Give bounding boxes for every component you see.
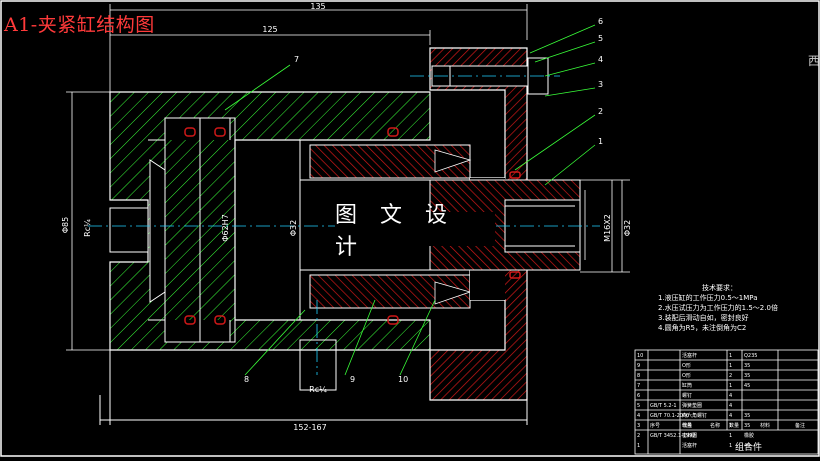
title-block-cell: GB/T 70.1-2000 xyxy=(650,413,689,419)
part-label-9: 9 xyxy=(350,375,355,384)
part-label-4: 4 xyxy=(598,55,603,64)
title-block-cell: 7 xyxy=(637,383,640,389)
edge-character: 西 xyxy=(808,54,820,68)
drawing-title: A1-夹紧缸结构图 xyxy=(4,14,155,36)
title-block-cell: 10 xyxy=(637,353,643,359)
title-block-cell: GB/T 5.2-1 xyxy=(650,403,677,409)
title-block-cell: 密封圈 xyxy=(682,432,697,439)
title-block-cell: O形 xyxy=(682,372,691,379)
title-block-cell: 1 xyxy=(729,353,732,359)
title-block-cell: 6 xyxy=(637,393,640,399)
title-block-cell: 1 xyxy=(729,383,732,389)
title-block-cell: 4 xyxy=(729,403,732,409)
title-block-cell: 1 xyxy=(729,423,732,429)
dim-port-left: Rc¼ xyxy=(83,219,92,237)
title-block-cell: 35 xyxy=(744,373,750,379)
title-block-cell: 1 xyxy=(729,443,732,449)
title-block-cell: 2 xyxy=(637,433,640,439)
cylinder-body xyxy=(109,91,431,351)
dim-thread: M16X2 xyxy=(603,214,612,242)
title-block-footer: 组合件 xyxy=(735,441,762,453)
left-dimension xyxy=(66,91,112,351)
title-block-cell: Q235 xyxy=(744,353,757,359)
title-block-cell: GB/T 3452.1-1992 xyxy=(650,433,696,439)
title-block-cell: 1 xyxy=(729,363,732,369)
title-block-cell: 4 xyxy=(729,393,732,399)
dim-outer-diameter: Φ85 xyxy=(61,217,70,233)
part-label-7: 7 xyxy=(294,55,299,64)
dim-overall-length: 135 xyxy=(310,2,325,11)
centerlines xyxy=(88,75,600,375)
title-block-cell: 35 xyxy=(744,413,750,419)
top-dimensions xyxy=(109,4,528,92)
part-label-2: 2 xyxy=(598,107,603,116)
guide-sleeve xyxy=(309,144,472,309)
title-block-cell: 3 xyxy=(637,423,640,429)
part-label-1: 1 xyxy=(598,137,603,146)
title-block-header-cell: 代号 xyxy=(682,422,692,429)
title-block-cell: 弹簧垫圈 xyxy=(682,402,702,409)
title-block-cell: 端盖 xyxy=(682,422,692,429)
dim-rod-diameter: Φ32 xyxy=(289,220,298,236)
title-block-cell: 1 xyxy=(729,433,732,439)
part-label-8: 8 xyxy=(244,375,249,384)
title-block-header-cell: 材料 xyxy=(760,422,770,429)
title-block-header-cell: 名称 xyxy=(710,422,720,429)
tech-note-3: 3.装配后滑动自如，密封良好 xyxy=(658,314,749,322)
part-label-3: 3 xyxy=(598,80,603,89)
title-block-cell: 4 xyxy=(729,413,732,419)
tech-note-4: 4.圆角为R5，未注倒角为C2 xyxy=(658,324,747,332)
title-block-header-cell: 备注 xyxy=(795,422,805,429)
tech-note-2: 2.水压试压力为工作压力的1.5～2.0倍 xyxy=(658,304,778,312)
left-port xyxy=(109,207,149,253)
title-block-cell: 2 xyxy=(729,373,732,379)
tech-notes-heading: 技术要求： xyxy=(702,284,737,292)
title-block-cell: 8 xyxy=(637,373,640,379)
title-block-cell: 缸筒 xyxy=(682,382,692,389)
title-block-cell: O形 xyxy=(682,362,691,369)
dim-inner-length: 125 xyxy=(262,25,277,34)
title-block-cell: 9 xyxy=(637,363,640,369)
dim-rod-end: Φ32 xyxy=(623,220,632,236)
title-block xyxy=(634,349,819,455)
title-block-cell: 35 xyxy=(744,423,750,429)
title-block-cell: 内六角螺钉 xyxy=(682,412,707,419)
dim-piston-diameter: Φ62H7 xyxy=(221,214,230,242)
title-block-cell: 35 xyxy=(744,363,750,369)
title-block-cell: 45 xyxy=(744,443,750,449)
tech-note-1: 1.液压缸的工作压力0.5～1MPa xyxy=(658,294,758,302)
bottom-port xyxy=(99,339,528,425)
part-label-6: 6 xyxy=(598,17,603,26)
title-block-header-cell: 数量 xyxy=(729,422,739,429)
right-dimensions xyxy=(580,179,630,273)
title-block-cell: 橡胶 xyxy=(744,432,754,439)
watermark-text: 图 文 设 计 xyxy=(335,203,495,260)
dim-bottom-length: 152-167 xyxy=(293,423,326,432)
dim-port-bottom: Rc¼ xyxy=(309,385,327,394)
title-block-cell: 5 xyxy=(637,403,640,409)
part-label-10: 10 xyxy=(398,375,408,384)
title-block-cell: 45 xyxy=(744,383,750,389)
leaders xyxy=(224,24,596,376)
title-block-cell: 活塞杆 xyxy=(682,352,697,359)
title-block-cell: 活塞杆 xyxy=(682,442,697,449)
part-label-5: 5 xyxy=(598,34,603,43)
title-block-cell: 螺钉 xyxy=(682,392,692,399)
title-block-header-cell: 序号 xyxy=(650,422,660,429)
title-block-cell: 4 xyxy=(637,413,640,419)
title-block-cell: 1 xyxy=(637,443,640,449)
tech-notes: 技术要求： 1.液压缸的工作压力0.5～1MPa 2.水压试压力为工作压力的1.5～… xyxy=(658,283,778,333)
